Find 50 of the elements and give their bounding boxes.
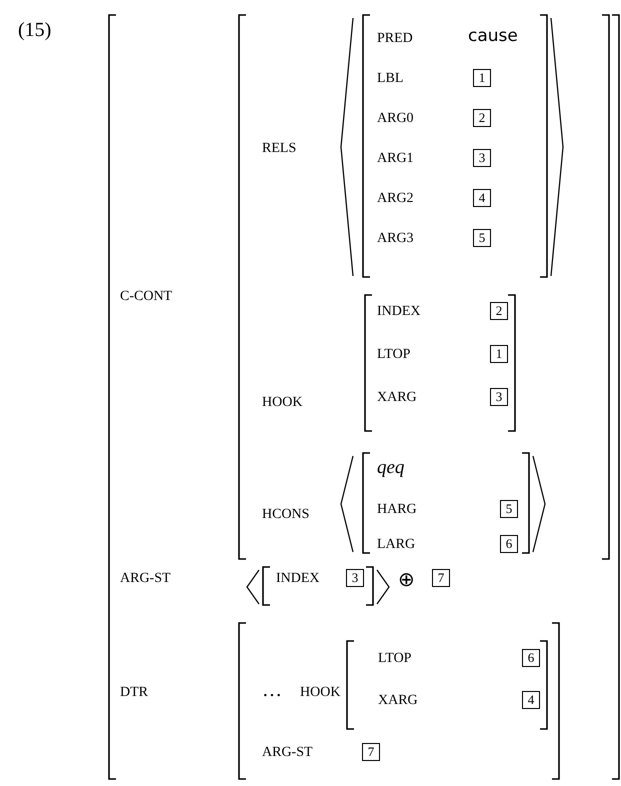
tag-box: 2 [490, 302, 508, 320]
tag-box: 4 [473, 189, 491, 207]
feature-value: cause [468, 28, 518, 45]
feature-name: INDEX [276, 572, 320, 586]
tag-box: 4 [522, 691, 540, 709]
feature-matrix [346, 640, 548, 730]
feature-name: HARG [377, 503, 417, 517]
tag-box: 1 [490, 345, 508, 363]
feature-name: LBL [377, 72, 404, 86]
feature-name: ARG1 [377, 152, 414, 166]
feature-name: LTOP [377, 348, 410, 362]
feature-name: ARG-ST [262, 746, 313, 760]
feature-matrix [362, 14, 548, 278]
feature-name: PRED [377, 32, 413, 46]
example-number: (15) [18, 20, 52, 40]
feature-matrix [364, 294, 516, 432]
direct-sum-symbol: ⊕ [398, 570, 415, 590]
feature-name: ARG2 [377, 192, 414, 206]
feature-matrix [238, 622, 560, 780]
feature-name: HOOK [300, 686, 340, 700]
tag-box: 3 [346, 569, 364, 587]
feature-name: ARG3 [377, 232, 414, 246]
tag-box: 3 [473, 149, 491, 167]
tag-box: 6 [500, 535, 518, 553]
feature-name: ARG-ST [120, 572, 171, 586]
feature-name: HCONS [262, 508, 310, 522]
feature-matrix [262, 566, 374, 606]
ellipsis: … [262, 680, 282, 700]
feature-name: DTR [120, 686, 148, 700]
tag-box: 1 [473, 69, 491, 87]
tag-box: 3 [490, 388, 508, 406]
tag-box: 2 [473, 109, 491, 127]
feature-name: HOOK [262, 396, 302, 410]
tag-box: 5 [473, 229, 491, 247]
tag-box: 5 [500, 500, 518, 518]
feature-name: LTOP [378, 652, 412, 666]
tag-box: 7 [432, 569, 450, 587]
feature-matrix [108, 14, 620, 780]
feature-name: XARG [378, 694, 418, 708]
tag-box: 6 [522, 649, 540, 667]
feature-name: LARG [377, 538, 416, 552]
feature-name: XARG [377, 391, 417, 405]
tag-box: 7 [362, 743, 380, 761]
feature-name: ARG0 [377, 112, 414, 126]
feature-name: C-CONT [120, 290, 172, 304]
feature-value: qeq [377, 458, 404, 477]
feature-matrix [362, 452, 530, 554]
feature-name: INDEX [377, 305, 421, 319]
feature-matrix [238, 14, 610, 560]
feature-name: RELS [262, 142, 296, 156]
